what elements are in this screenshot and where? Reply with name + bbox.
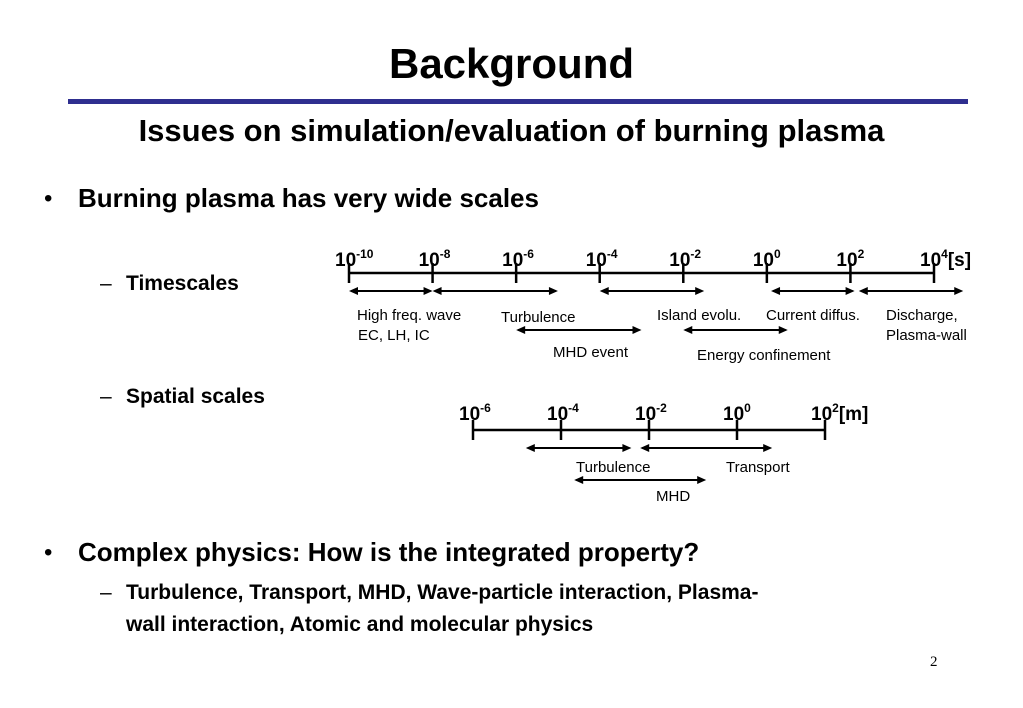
slide-subtitle: Issues on simulation/evaluation of burni… [138,113,885,148]
timescale-range-label: Plasma-wall [886,327,967,344]
timescale-range-arrow-head-right [695,287,705,295]
bullet-complex-physics: Complex physics: How is the integrated p… [78,537,700,567]
timescale-range-label: Current diffus. [766,307,860,324]
timescale-tick-label: 10-6 [502,247,534,271]
spatial-tick-label: 100 [723,401,751,425]
bullet-wide-scales: Burning plasma has very wide scales [78,183,539,213]
bullet-marker: • [44,185,53,212]
timescale-range-arrow-head-left [516,326,526,334]
title-underline [68,99,968,104]
timescale-range-label: High freq. wave [357,307,461,324]
spatial-tick-label: 10-2 [635,401,667,425]
spatial-range-label: Turbulence [576,459,651,476]
timescale-range-label: Island evolu. [657,307,741,324]
timescale-range-label: MHD event [553,344,629,361]
spatial-tick-label: 102[m] [811,401,868,425]
spatial-range-label: MHD [656,488,690,505]
timescale-range-label: Discharge, [886,307,958,324]
spatial-range-arrow-head-left [640,444,650,452]
dash-marker: – [100,385,112,408]
spatial-range-arrow-head-left [574,476,584,484]
spatial-range-arrow-head-right [622,444,632,452]
timescale-range-arrow-head-right [778,326,788,334]
timescale-tick-label: 104[s] [920,247,971,271]
spatial-tick-label: 10-6 [459,401,491,425]
timescale-range-arrow-head-right [423,287,433,295]
timescale-range-arrow-head-left [771,287,781,295]
sub-physics-line1: Turbulence, Transport, MHD, Wave-particl… [126,581,759,604]
timescale-range-label: Energy confinement [697,347,831,364]
timescale-range-arrow-head-left [349,287,358,295]
timescale-tick-label: 10-4 [586,247,618,271]
timescale-range-arrow-head-right [954,287,964,295]
timescale-tick-label: 10-8 [419,247,451,271]
timescale-range-arrow-head-left [683,326,693,334]
spatial-tick-label: 10-4 [547,401,579,425]
timescale-tick-label: 102 [836,247,864,271]
timescale-range-arrow-head-right [845,287,855,295]
spatial-range-arrow-head-right [763,444,773,452]
timescale-tick-label: 100 [753,247,781,271]
sub-physics-line2: wall interaction, Atomic and molecular p… [126,613,594,636]
slide-title: Background [388,40,635,87]
timescale-range-arrow-head-left [858,287,868,295]
timescale-range-label: Turbulence [501,309,576,326]
timescale-range-arrow-head-right [632,326,642,334]
page-number: 2 [930,654,938,670]
timescale-range-arrow-head-left [432,287,442,295]
timescale-tick-label: 10-2 [669,247,701,271]
dash-marker: – [100,581,112,604]
spatial-range-arrow-head-left [525,444,535,452]
sub-timescales: Timescales [126,272,239,295]
spatial-range-label: Transport [726,459,790,476]
dash-marker: – [100,272,112,295]
sub-spatial-scales: Spatial scales [126,385,265,408]
timescale-range-arrow-head-right [548,287,558,295]
timescale-tick-label: 10-10 [335,247,374,271]
timescale-range-arrow-head-left [599,287,609,295]
bullet-marker: • [44,539,53,566]
timescale-range-label: EC, LH, IC [358,327,430,344]
spatial-range-arrow-head-right [697,476,707,484]
